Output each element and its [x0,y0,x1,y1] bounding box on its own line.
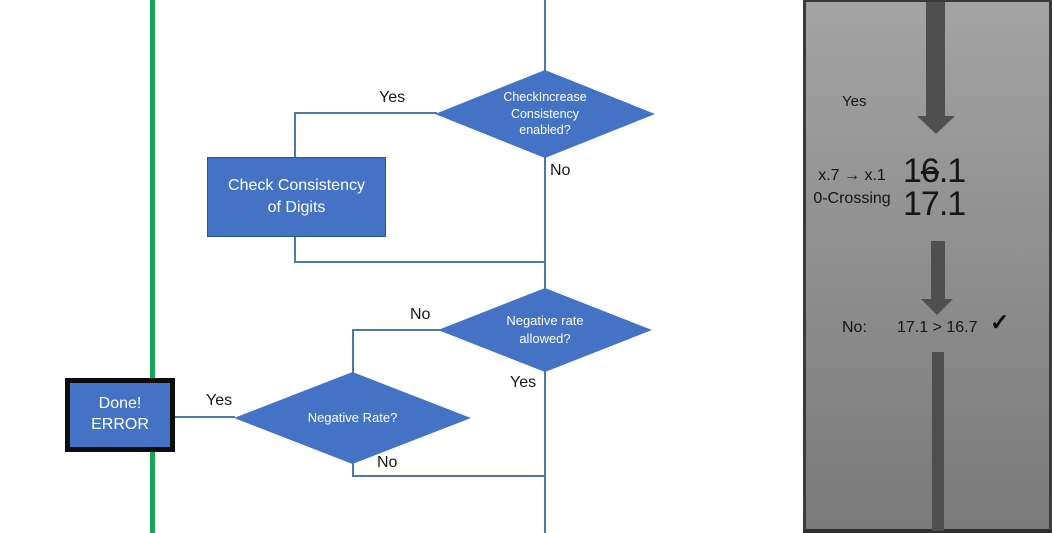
down-arrow-bar-icon [932,352,944,531]
decision-label-line: CheckIncrease [503,89,587,104]
edge-label-yes: Yes [206,392,233,409]
process-label-line: Check Consistency [228,177,365,195]
terminator-label-line: Done! [98,395,142,413]
comparison-expression: 17.1 > 16.7 [897,319,978,336]
annotation-text: x.7 → x.1 0-Crossing [806,164,898,210]
old-value-struck: 6 [920,152,940,190]
edge-label-yes: Yes [510,374,537,391]
decision-label-line: allowed? [519,331,571,346]
connector-line [544,157,546,290]
new-value: 17.1 [903,185,966,223]
decision-label: Negative Rate? [307,410,398,426]
decision-check-increase-consistency: CheckIncrease Consistency enabled? [435,70,655,158]
decision-negative-rate-allowed: Negative rate allowed? [438,288,652,372]
decision-negative-rate: Negative Rate? [234,372,471,464]
check-icon: ✓ [990,309,1010,335]
connector-line [294,234,296,263]
comparison-label: No: [842,319,867,336]
green-guide-line [150,0,155,533]
connector-line [294,112,296,158]
terminator-label-line: ERROR [91,416,149,433]
old-value-suffix: .1 [938,152,966,190]
value-comparison-numbers: 16.1 17.1 [903,152,966,223]
edge-label-no: No [377,454,398,471]
connector-line [352,329,442,331]
side-panel: Yes x.7 → x.1 0-Crossing 16.1 17.1 No: 1… [803,0,1052,533]
old-value: 16.1 [903,152,966,190]
connector-line [174,416,235,418]
old-value-prefix: 1 [903,152,922,190]
connector-line [352,475,545,477]
edge-label-yes: Yes [379,89,406,106]
connector-line [544,371,546,533]
connector-line [544,0,546,71]
process-label: Check Consistency of Digits [228,175,365,218]
connector-line [352,329,354,373]
process-label-line: of Digits [267,199,326,216]
down-arrow-icon [926,2,945,116]
down-arrow-head-icon [917,116,955,134]
process-check-consistency-of-digits: Check Consistency of Digits [207,157,386,237]
down-arrow-head-icon [921,299,953,315]
annotation-line: x.7 → x.1 [818,167,886,184]
connector-line [352,462,354,477]
connector-line [294,261,545,263]
panel-yes-label: Yes [842,93,867,110]
terminator-done-error: Done! ERROR [65,378,175,452]
edge-label-no: No [550,162,571,179]
decision-label-line: Negative rate [506,313,584,329]
terminator-label: Done! ERROR [91,394,149,436]
decision-label: Negative rate allowed? [506,312,583,347]
decision-label-line: Consistency [510,106,580,121]
decision-label-line: enabled? [519,123,571,138]
decision-label: CheckIncrease Consistency enabled? [503,89,586,140]
connector-line [294,112,437,114]
annotation-line: 0-Crossing [813,190,891,208]
edge-label-no: No [410,306,431,323]
down-arrow-icon [931,241,945,299]
